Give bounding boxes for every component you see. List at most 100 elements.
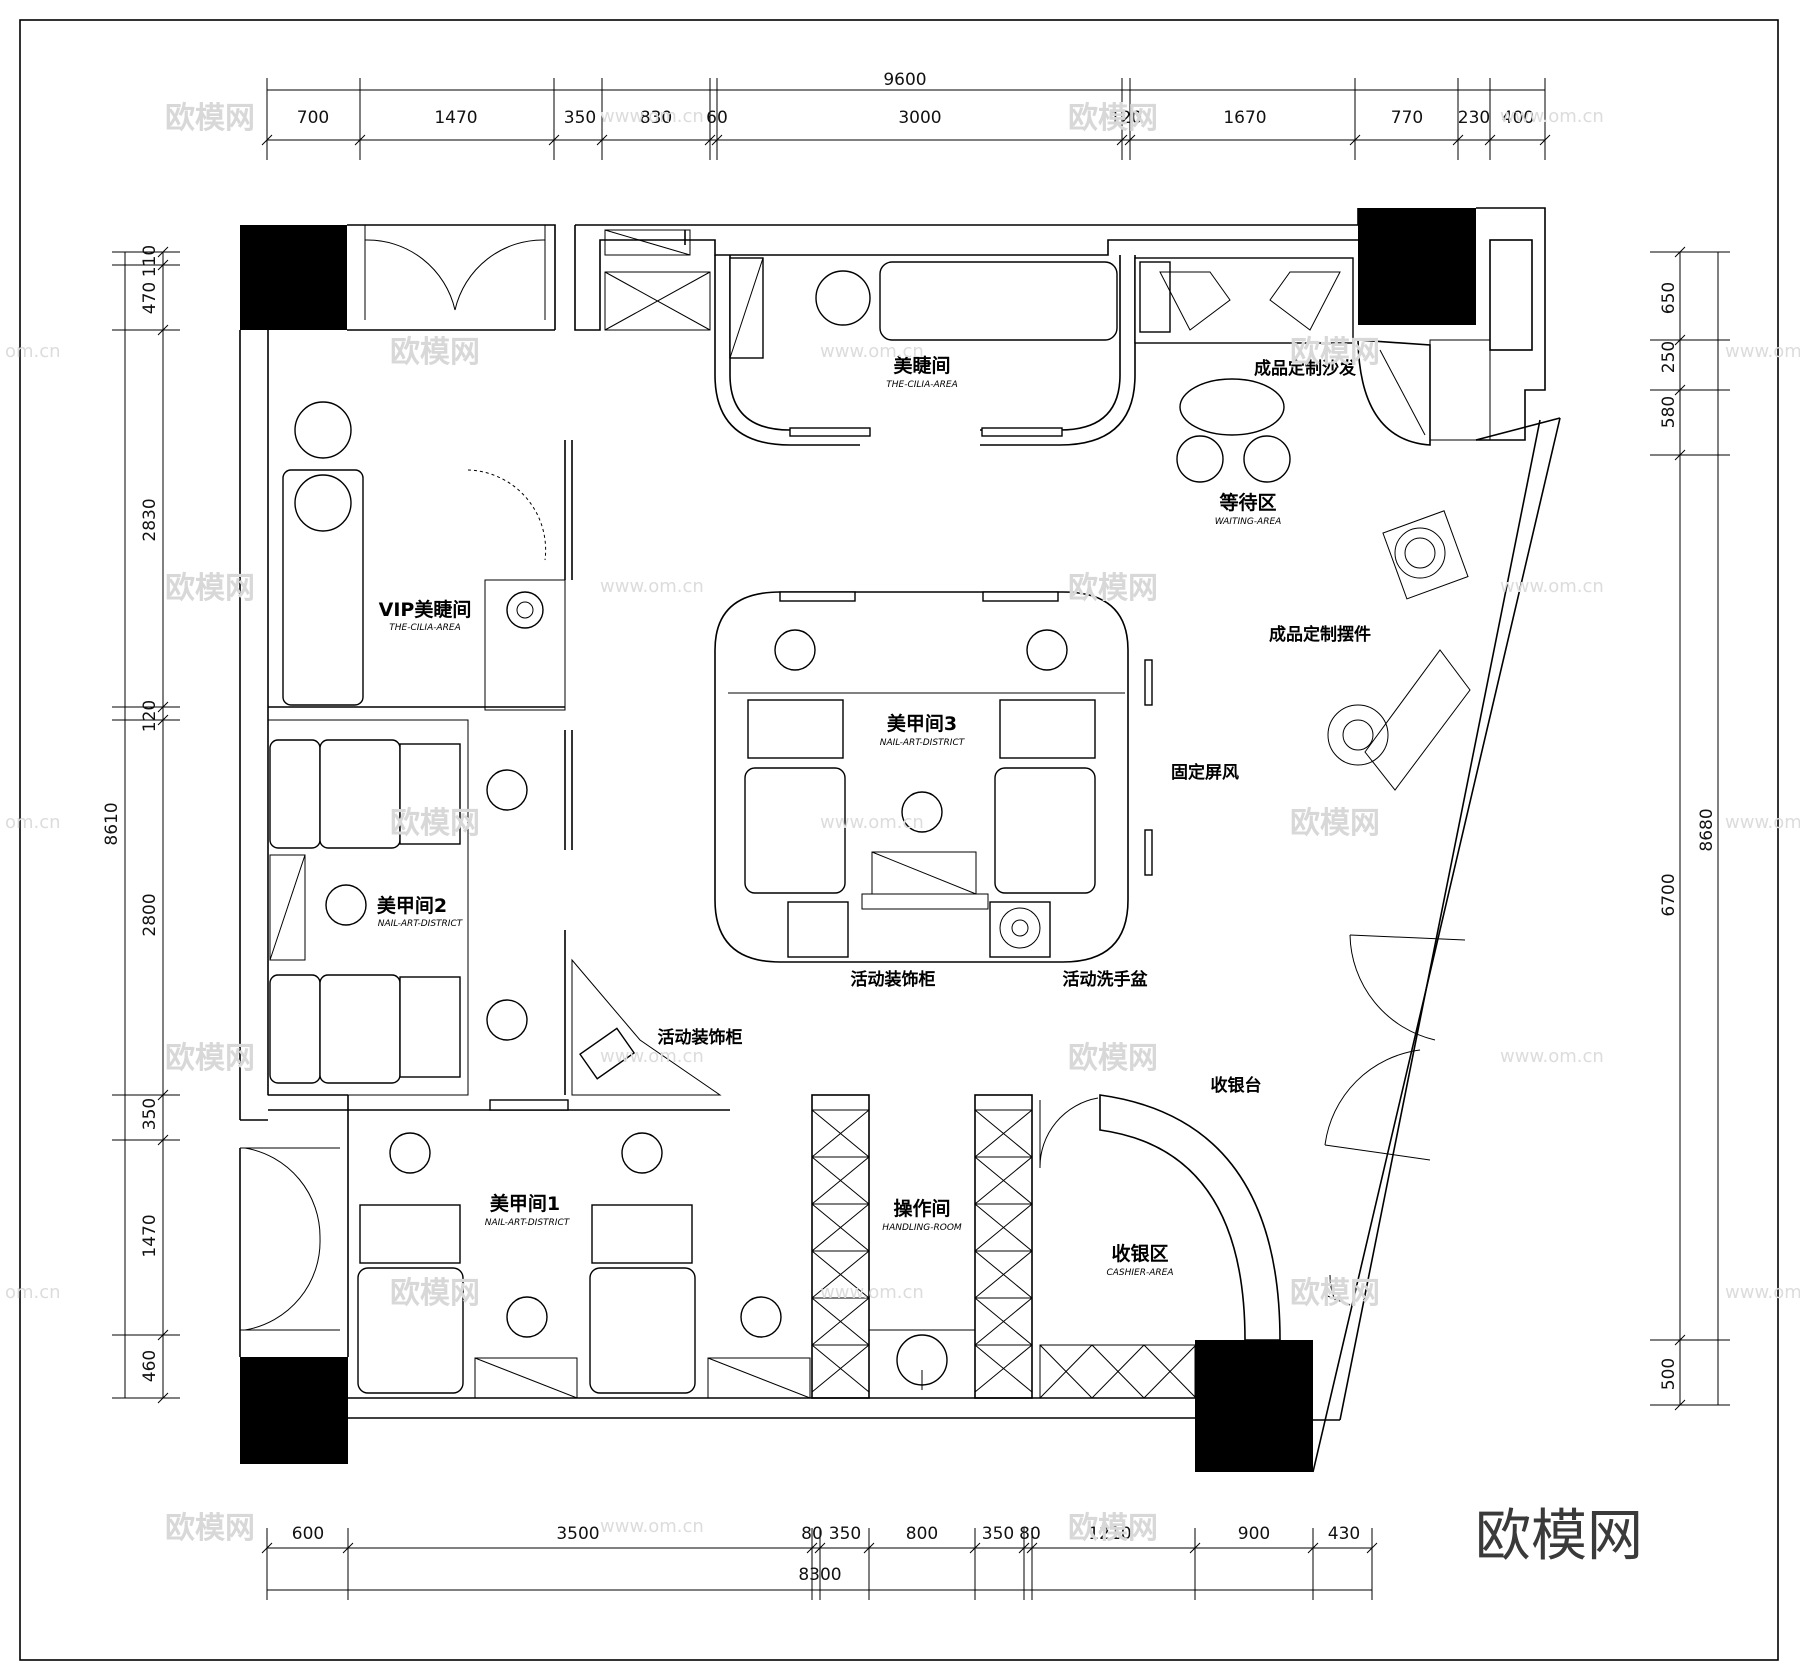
tick-mark xyxy=(974,1156,1033,1205)
room-cilia-en: THE-CILIA-AREA xyxy=(886,380,957,390)
watermark-url: om.cn xyxy=(5,341,61,362)
basin xyxy=(506,591,544,629)
dim-top-3: 830 xyxy=(640,108,672,128)
tick-mark xyxy=(1674,246,1686,258)
tick-mark xyxy=(1674,334,1686,346)
double-door-top-left[interactable] xyxy=(364,225,546,320)
watermark-url: www.om.cn xyxy=(1500,576,1604,597)
nail-chair xyxy=(589,1267,696,1394)
drawing-frame xyxy=(19,19,1779,1661)
dim-bottom-3: 350 xyxy=(829,1524,861,1544)
lamp xyxy=(789,427,871,437)
waiting-area-furniture xyxy=(1134,257,1491,483)
tick-mark xyxy=(1366,1542,1378,1554)
stool xyxy=(901,791,943,833)
column-top-left xyxy=(240,225,347,330)
fixed-screen xyxy=(1144,659,1153,706)
dim-bottom-2: 80 xyxy=(801,1524,823,1544)
cilia-room xyxy=(714,255,1136,446)
nail-chair xyxy=(319,974,401,1084)
dim-right-1: 250 xyxy=(1659,341,1679,373)
watermark-url: www.om.cn xyxy=(600,106,704,127)
tick-mark xyxy=(863,1542,875,1554)
annotation-basin: 活动洗手盆 xyxy=(1063,969,1149,990)
tick-mark xyxy=(811,1156,870,1205)
tick-mark xyxy=(354,134,366,146)
dim-bottom-0: 600 xyxy=(292,1524,324,1544)
watermark-url: www.om.cn xyxy=(1500,1046,1604,1067)
tick-mark xyxy=(806,1542,818,1554)
movable-cabinet xyxy=(787,901,849,958)
fixed-screen xyxy=(1144,829,1153,876)
tick-mark xyxy=(1484,134,1496,146)
room-waiting-en: WAITING-AREA xyxy=(1215,517,1282,527)
watermarks: 欧模网 www.om.cn 欧模网 www.om.cn om.cn 欧模网 ww… xyxy=(5,101,1800,1546)
vip-cilia-room xyxy=(268,401,573,711)
dim-left-0: 110 xyxy=(140,245,160,277)
dim-bottom-total: 8300 xyxy=(798,1565,841,1585)
stool xyxy=(621,1132,663,1174)
right-dimension-lines xyxy=(1650,246,1730,1411)
nail-chair xyxy=(319,739,401,849)
tick-mark xyxy=(1124,134,1136,146)
dim-right-0: 650 xyxy=(1659,282,1679,314)
watermark-url: www.om.cn xyxy=(820,812,924,833)
tick-mark xyxy=(1307,1542,1319,1554)
nail-room-3 xyxy=(714,591,1153,963)
watermark-url: www.om.cn xyxy=(1725,812,1800,833)
tick-mark xyxy=(974,1344,1033,1393)
tick-mark xyxy=(157,259,169,271)
dim-left-4: 2800 xyxy=(140,893,160,936)
tick-mark xyxy=(969,1542,981,1554)
tick-mark xyxy=(261,134,273,146)
dim-left-total: 8610 xyxy=(102,802,122,845)
nail-chair xyxy=(744,767,846,894)
room-nail3-label: 美甲间3 xyxy=(887,712,957,735)
shower-unit xyxy=(604,229,711,331)
lamp xyxy=(981,427,1063,437)
watermark: 欧模网 xyxy=(390,1276,480,1311)
annotation-sofa: 成品定制沙发 xyxy=(1254,358,1357,379)
column-bottom-left xyxy=(240,1357,348,1464)
tick-mark xyxy=(1116,134,1128,146)
lamp xyxy=(982,591,1059,602)
watermark: 欧模网 xyxy=(1068,1041,1158,1076)
dim-right-total: 8680 xyxy=(1697,808,1717,851)
entrance-doors-right[interactable] xyxy=(1324,934,1466,1306)
movable-cabinet-left xyxy=(571,958,722,1096)
dim-left-6: 1470 xyxy=(140,1214,160,1257)
watermark-url: www.om.cn xyxy=(820,1282,924,1303)
dim-right-2: 580 xyxy=(1659,396,1679,428)
tick-mark xyxy=(157,1392,169,1404)
room-cashier-label: 收银区 xyxy=(1111,1242,1168,1265)
nail-room-2 xyxy=(267,719,730,1111)
watermark: 欧模网 xyxy=(165,571,255,606)
dim-bottom-1: 3500 xyxy=(556,1524,599,1544)
dim-right-4: 500 xyxy=(1659,1358,1679,1390)
vip-bed xyxy=(282,469,364,706)
custom-ornaments xyxy=(1327,510,1471,791)
annotation-screen: 固定屏风 xyxy=(1171,762,1239,783)
nail-table xyxy=(999,699,1096,759)
tick-mark xyxy=(157,324,169,336)
room-vip-en: THE-CILIA-AREA xyxy=(389,623,460,633)
stool xyxy=(294,401,352,459)
room-cilia-label: 美睫间 xyxy=(893,354,950,377)
column-bottom-right xyxy=(1195,1340,1313,1472)
watermark: 欧模网 xyxy=(1290,806,1380,841)
tick-mark xyxy=(548,134,560,146)
double-door-bottom-left[interactable] xyxy=(240,1147,340,1331)
movable-basin xyxy=(989,901,1051,958)
dim-top-0: 700 xyxy=(297,108,329,128)
coffee-table xyxy=(1179,378,1285,436)
dim-top-5: 3000 xyxy=(898,108,941,128)
stool xyxy=(294,474,352,532)
dim-top-9: 230 xyxy=(1458,108,1490,128)
tick-mark xyxy=(261,1542,273,1554)
stool xyxy=(815,270,871,326)
annotation-cabinet-center: 活动装饰柜 xyxy=(851,969,936,990)
stool xyxy=(325,884,367,926)
tick-mark xyxy=(1091,1344,1145,1399)
bottom-dimension-lines xyxy=(261,1528,1378,1600)
room-nail3-en: NAIL-ART-DISTRICT xyxy=(880,738,966,748)
